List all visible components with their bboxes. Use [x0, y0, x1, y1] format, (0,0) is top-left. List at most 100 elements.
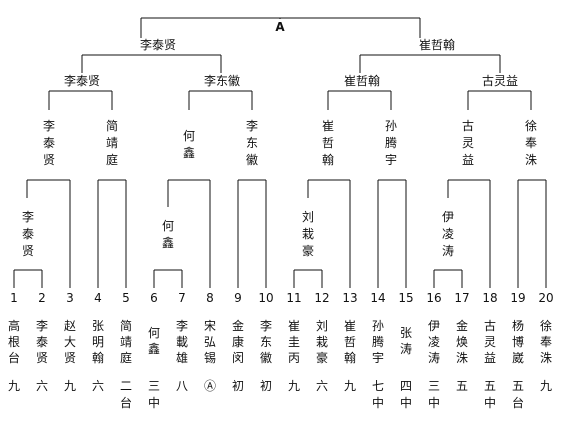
- quarter-name-8-char: 奉: [525, 136, 537, 150]
- seed-number-3: 3: [66, 291, 74, 305]
- quarter-name-5: 崔哲翰: [322, 119, 334, 167]
- quarter-name-8-char: 洙: [525, 153, 537, 167]
- seed-number-14: 14: [370, 291, 385, 305]
- player-name-18-char: 古: [484, 318, 496, 333]
- player-rank-16-char: 中: [428, 395, 440, 410]
- player-name-14-char: 腾: [372, 334, 384, 349]
- seed-number-20: 20: [538, 291, 553, 305]
- player-name-15-char: 张: [400, 326, 412, 340]
- player-name-13: 崔哲翰: [344, 319, 356, 365]
- r1-winner-2-char: 鑫: [162, 235, 174, 250]
- final-right-name: 崔哲翰: [419, 37, 455, 52]
- semi-name-3: 崔哲翰: [344, 73, 380, 88]
- quarter-name-1-char: 泰: [43, 136, 55, 150]
- player-name-5: 简靖庭: [120, 319, 132, 365]
- seed-number-2: 2: [38, 291, 46, 305]
- r1-winner-1-char: 贤: [22, 244, 34, 258]
- player-rank-6-char: 三: [148, 379, 160, 393]
- semi-name-4: 古灵益: [482, 73, 518, 88]
- quarter-name-3-char: 何: [183, 129, 195, 143]
- player-name-16-char: 涛: [428, 350, 440, 365]
- player-rank-2-char: 六: [36, 379, 48, 393]
- player-rank-11-char: 九: [288, 379, 300, 393]
- quarter-name-3: 何鑫: [183, 129, 195, 160]
- player-rank-14-char: 中: [372, 395, 384, 410]
- quarter-name-1-char: 李: [43, 118, 55, 133]
- player-rank-3: 九: [64, 379, 76, 393]
- player-name-10-char: 李: [260, 318, 272, 333]
- player-name-6-char: 何: [148, 326, 160, 340]
- player-rank-13: 九: [344, 379, 356, 393]
- player-name-17-char: 洙: [456, 351, 468, 365]
- player-name-13-char: 哲: [344, 335, 356, 349]
- player-rank-15-char: 四: [400, 379, 412, 393]
- player-rank-4: 六: [92, 379, 104, 393]
- player-rank-18: 五中: [484, 379, 496, 410]
- player-name-1-char: 根: [8, 335, 20, 349]
- player-name-20-char: 奉: [540, 335, 552, 349]
- player-rank-3-char: 九: [64, 379, 76, 393]
- player-name-13-char: 翰: [344, 350, 356, 365]
- player-name-8-char: 锡: [204, 350, 216, 365]
- player-name-3-char: 贤: [64, 351, 76, 365]
- player-name-14-char: 宇: [372, 351, 384, 365]
- quarter-name-4: 李东徽: [246, 118, 258, 167]
- seed-number-18: 18: [482, 291, 497, 305]
- player-name-2-char: 泰: [36, 335, 48, 349]
- player-rank-19: 五台: [512, 379, 524, 410]
- seed-number-16: 16: [426, 291, 441, 305]
- quarter-name-6: 孙腾宇: [385, 119, 397, 167]
- player-name-16-char: 伊: [428, 319, 440, 333]
- player-name-17-char: 焕: [456, 335, 468, 349]
- player-name-9: 金康闵: [232, 318, 244, 365]
- player-name-11: 崔圭丙: [288, 319, 300, 365]
- player-name-18-char: 灵: [484, 335, 496, 349]
- player-rank-15: 四中: [400, 379, 412, 410]
- player-rank-5-char: 台: [120, 395, 132, 410]
- final-left-name: 李泰贤: [140, 37, 176, 52]
- quarter-name-5-char: 哲: [322, 136, 334, 150]
- seed-number-9: 9: [234, 291, 242, 305]
- player-name-12-char: 豪: [316, 350, 328, 365]
- quarter-name-1: 李泰贤: [43, 118, 55, 167]
- player-rank-16: 三中: [428, 379, 440, 410]
- player-name-20: 徐奉洙: [540, 318, 552, 365]
- player-name-7-char: 載: [176, 335, 188, 349]
- player-name-8-char: 宋: [204, 318, 216, 333]
- player-rank-13-char: 九: [344, 379, 356, 393]
- player-name-6: 何鑫: [148, 326, 160, 356]
- seed-number-7: 7: [178, 291, 186, 305]
- quarter-name-4-char: 徽: [246, 152, 258, 167]
- player-name-2-char: 李: [36, 318, 48, 333]
- quarter-name-2-char: 庭: [106, 152, 118, 167]
- r1-winner-3-char: 栽: [302, 227, 314, 241]
- player-name-1-char: 台: [8, 350, 20, 365]
- player-name-2: 李泰贤: [36, 318, 48, 365]
- player-name-8-char: 弘: [204, 335, 216, 349]
- player-rank-12: 六: [316, 379, 328, 393]
- player-name-19-char: 崴: [512, 351, 524, 365]
- seed-number-1: 1: [10, 291, 18, 305]
- player-name-19: 杨博崴: [512, 318, 524, 365]
- r1-winner-3-char: 豪: [302, 243, 314, 258]
- vertical-name-groups: 李泰贤简靖庭何鑫李东徽崔哲翰孙腾宇古灵益徐奉洙李泰贤何鑫刘栽豪伊凌涛高根台九李泰…: [8, 118, 552, 410]
- player-name-14-char: 孙: [372, 319, 384, 333]
- player-name-3-char: 赵: [64, 319, 76, 333]
- r1-winner-3-char: 刘: [302, 210, 314, 224]
- player-name-4-char: 明: [92, 335, 104, 349]
- seed-number-17: 17: [454, 291, 469, 305]
- quarter-name-1-char: 贤: [43, 153, 55, 167]
- player-name-10-char: 徽: [260, 350, 272, 365]
- player-rank-9: 初: [232, 379, 244, 393]
- player-rank-14: 七中: [372, 379, 384, 410]
- player-name-12: 刘栽豪: [316, 319, 328, 365]
- quarter-name-7-char: 古: [462, 118, 474, 133]
- quarter-name-4-char: 东: [246, 136, 258, 150]
- player-name-3: 赵大贤: [64, 319, 76, 365]
- player-rank-16-char: 三: [428, 379, 440, 393]
- player-rank-18-char: 五: [484, 379, 496, 393]
- player-name-20-char: 徐: [540, 318, 552, 333]
- quarter-name-3-char: 鑫: [183, 145, 195, 160]
